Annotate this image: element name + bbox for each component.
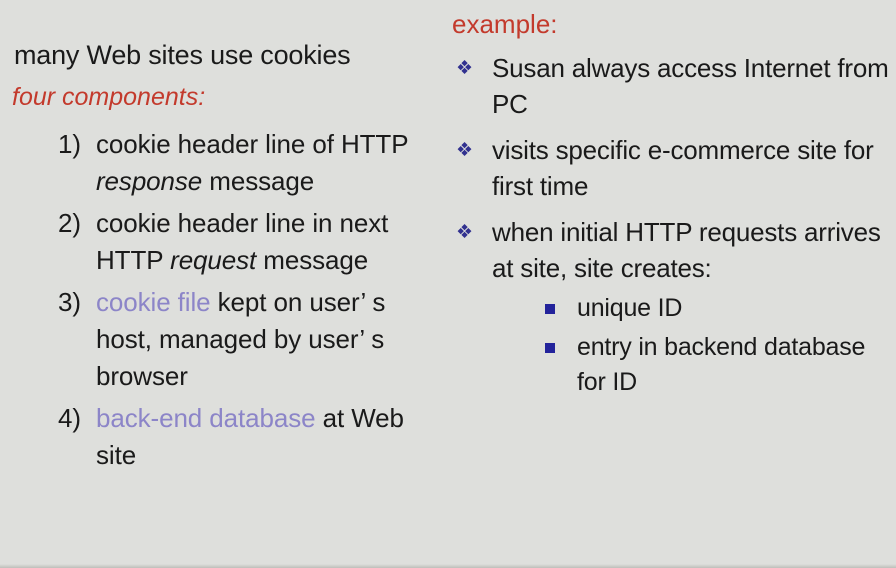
text-run: at Web site	[96, 403, 404, 470]
diamond-bullet-icon: ❖	[456, 58, 473, 79]
list-item: 2) cookie header line in next HTTP reque…	[58, 205, 438, 279]
four-components-heading: four components:	[12, 83, 206, 111]
text-run-italic: request	[170, 245, 257, 275]
list-item-text: cookie header line of HTTP response mess…	[96, 129, 408, 196]
site-creates-sublist: unique ID entry in backend database for …	[492, 291, 896, 400]
list-item: 3) cookie file kept on user’ s host, man…	[58, 284, 438, 395]
text-run-highlight: back-end database	[96, 403, 316, 433]
square-bullet-icon	[545, 343, 555, 353]
four-components-list: 1) cookie header line of HTTP response m…	[58, 126, 438, 479]
text-run: message	[256, 245, 369, 275]
sub-list-item-text: entry in backend database for ID	[577, 333, 866, 396]
diamond-bullet-icon: ❖	[456, 140, 473, 161]
text-run: message	[202, 166, 315, 196]
list-marker: 3)	[58, 287, 81, 317]
frame-bottom-edge	[0, 564, 896, 568]
list-marker: 2)	[58, 208, 81, 238]
list-item-text: cookie file kept on user’ s host, manage…	[96, 287, 385, 391]
example-heading: example:	[452, 9, 558, 39]
diamond-bullet-icon: ❖	[456, 222, 473, 243]
list-item: 1) cookie header line of HTTP response m…	[58, 126, 438, 200]
list-marker: 1)	[58, 129, 81, 159]
sub-list-item-text: unique ID	[577, 294, 683, 322]
text-run: cookie header line in next HTTP	[96, 208, 389, 275]
lead-line: many Web sites use cookies	[14, 40, 351, 70]
example-bullet-list: ❖ Susan always access Internet from PC ❖…	[452, 50, 896, 410]
text-run: kept on user’ s host, managed by user’ s…	[96, 287, 386, 391]
text-run-highlight: cookie file	[96, 287, 211, 317]
list-item-text: visits specific e-commerce site for firs…	[492, 135, 874, 201]
list-item-text: Susan always access Internet from PC	[492, 53, 889, 119]
list-item: ❖ when initial HTTP requests arrives at …	[452, 214, 896, 400]
list-item-text: cookie header line in next HTTP request …	[96, 208, 388, 275]
list-item: 4) back-end database at Web site	[58, 400, 438, 474]
sub-list-item: entry in backend database for ID	[545, 330, 896, 400]
list-item-text: back-end database at Web site	[96, 403, 404, 470]
square-bullet-icon	[545, 304, 555, 314]
list-item-text: when initial HTTP requests arrives at si…	[492, 217, 881, 283]
text-run: cookie header line of HTTP	[96, 129, 408, 159]
sub-list-item: unique ID	[545, 291, 896, 326]
list-marker: 4)	[58, 403, 81, 433]
list-item: ❖ visits specific e-commerce site for fi…	[452, 132, 896, 204]
text-run-italic: response	[96, 166, 203, 196]
list-item: ❖ Susan always access Internet from PC	[452, 50, 896, 122]
